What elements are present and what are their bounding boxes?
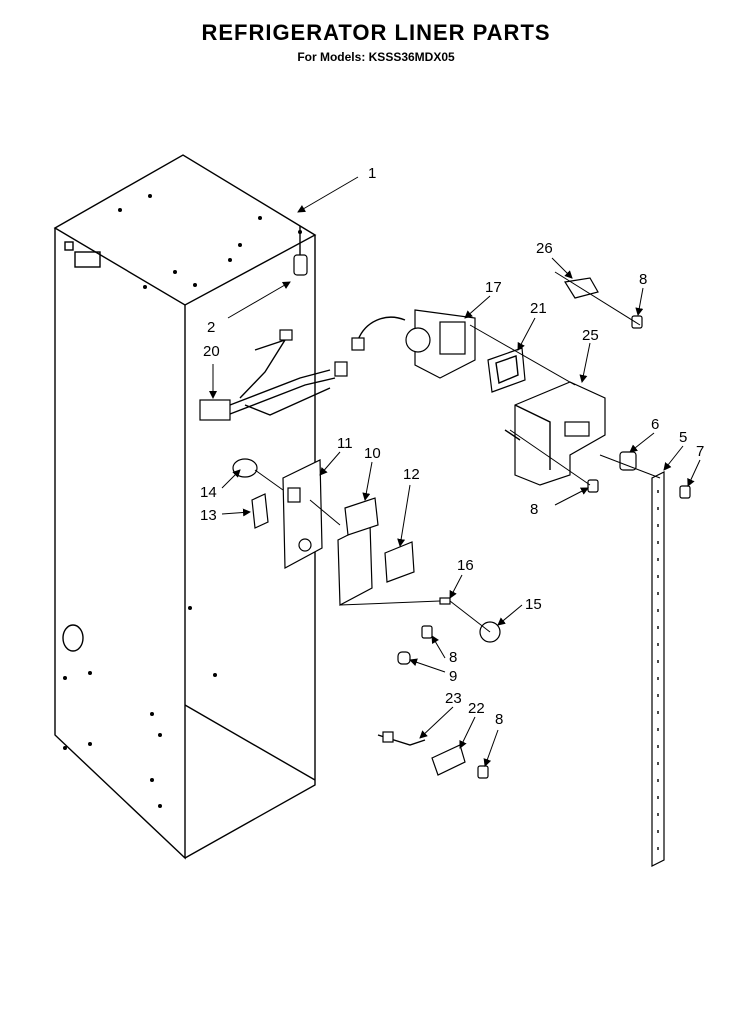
callout-8-bottom: 8 <box>495 711 503 728</box>
callout-21: 21 <box>530 300 547 317</box>
gasket-part <box>487 347 526 393</box>
callout-17: 17 <box>485 279 502 296</box>
callout-10: 10 <box>364 445 381 462</box>
connector-part <box>439 597 451 605</box>
grommet-part <box>293 226 308 276</box>
cabinet-liner <box>53 154 317 860</box>
callout-8-mid: 8 <box>449 649 457 666</box>
label-part <box>251 493 269 529</box>
callout-13: 13 <box>200 507 217 524</box>
callout-16: 16 <box>457 557 474 574</box>
callout-6: 6 <box>651 416 659 433</box>
callout-20: 20 <box>203 343 220 360</box>
leader-arrows <box>209 176 701 767</box>
rail-screw-part <box>679 485 691 499</box>
bumper-part <box>397 651 411 665</box>
temperature-control-part <box>351 309 476 379</box>
diagram-title: REFRIGERATOR LINER PARTS <box>201 20 551 45</box>
switch-plate-part <box>384 541 415 583</box>
callout-26: 26 <box>536 240 553 257</box>
callout-5: 5 <box>679 429 687 446</box>
light-bulb-part <box>232 458 258 478</box>
callout-14: 14 <box>200 484 217 501</box>
callout-25: 25 <box>582 327 599 344</box>
sensor-part <box>431 744 466 776</box>
callout-11: 11 <box>337 435 353 452</box>
callout-2: 2 <box>207 319 215 336</box>
switch-bracket-part <box>337 497 379 606</box>
rail-part <box>651 471 665 867</box>
model-subtitle: For Models: KSSS36MDX05 <box>297 50 455 64</box>
sensor-wire-part <box>377 731 426 746</box>
callout-15: 15 <box>525 596 542 613</box>
bracket-part <box>619 451 637 471</box>
callout-22: 22 <box>468 700 485 717</box>
callout-8-top: 8 <box>639 271 647 288</box>
connection-lines <box>254 271 661 633</box>
callout-1: 1 <box>368 165 376 182</box>
wire-harness-part <box>199 329 348 421</box>
housing-part <box>504 381 606 486</box>
screw-part <box>421 315 643 779</box>
callout-8-right: 8 <box>530 501 538 518</box>
mounting-plate-part <box>282 459 323 569</box>
callout-12: 12 <box>403 466 420 483</box>
callout-7: 7 <box>696 443 704 460</box>
callout-23: 23 <box>445 690 462 707</box>
callout-9: 9 <box>449 668 457 685</box>
